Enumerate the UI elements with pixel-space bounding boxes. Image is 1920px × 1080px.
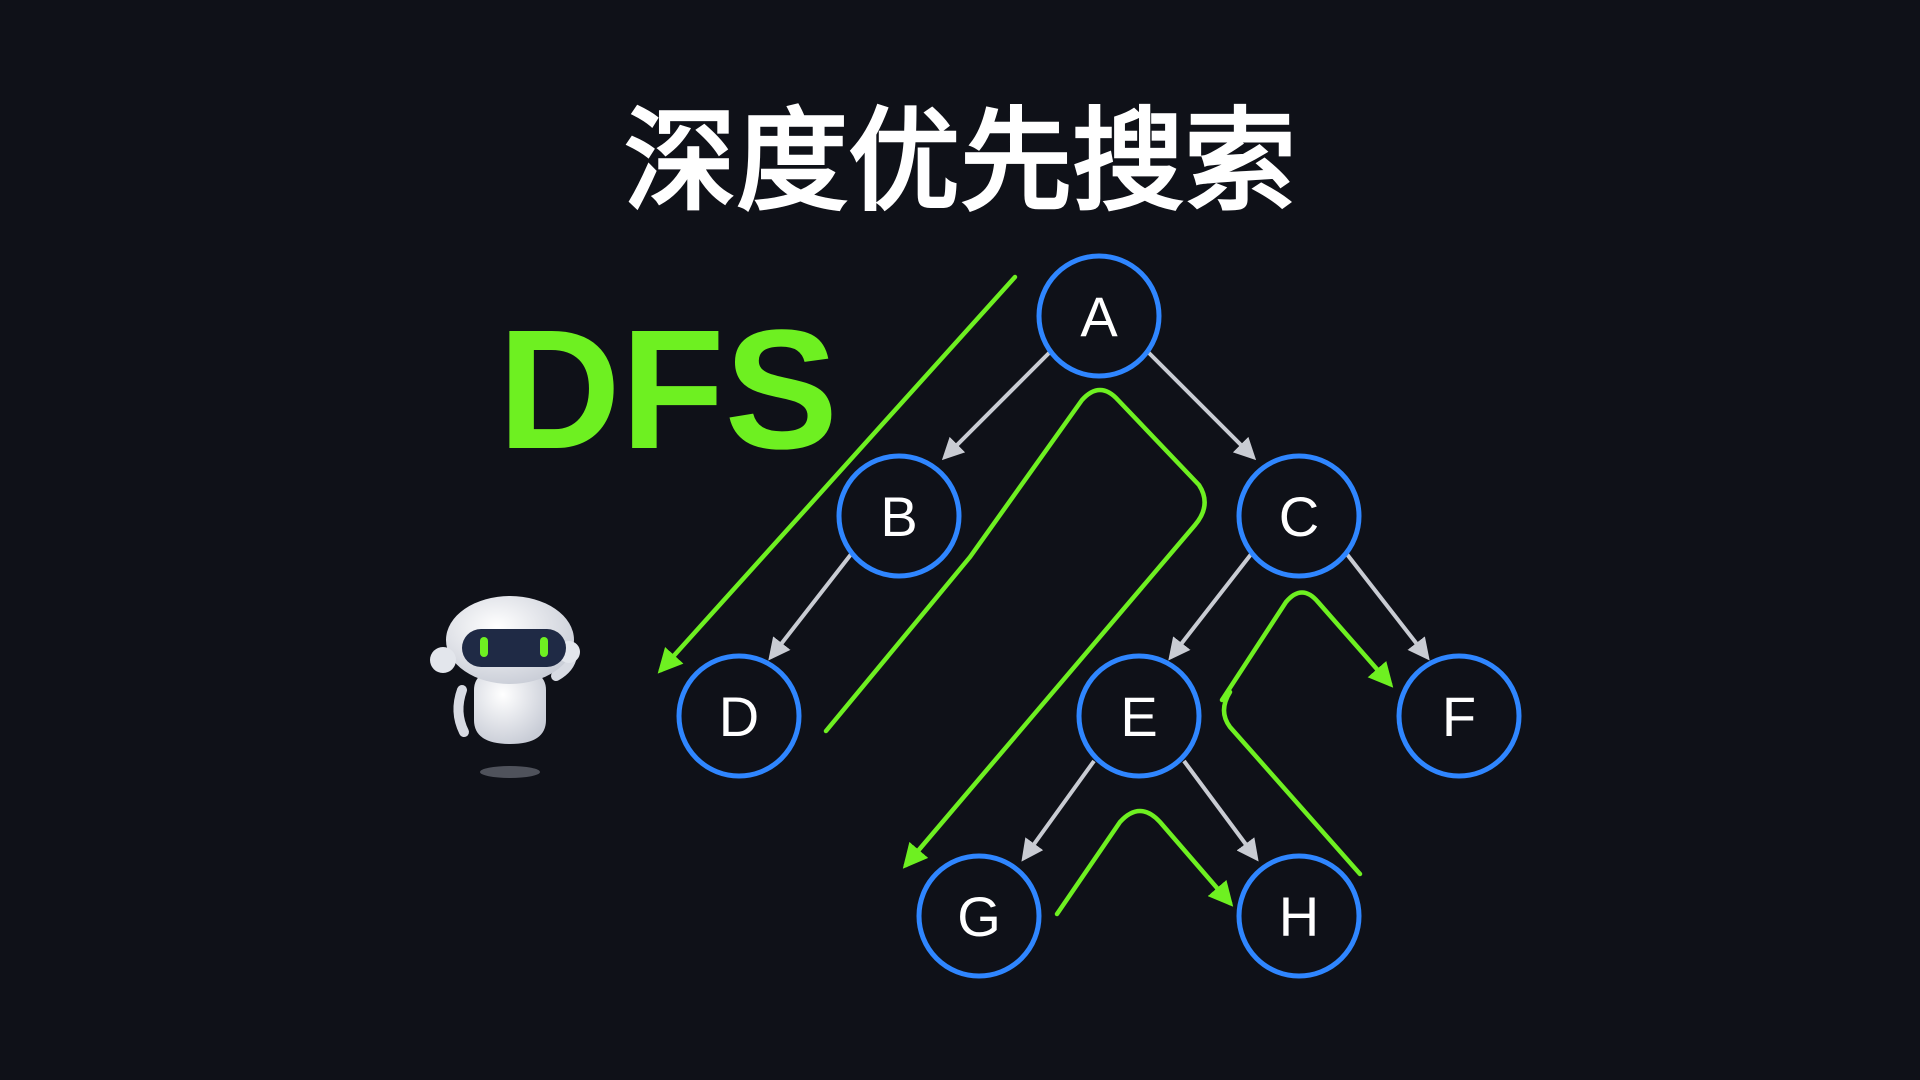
path-c-to-f (1219, 590, 1394, 703)
node-g-label: G (957, 885, 1001, 948)
node-g: G (916, 853, 1042, 979)
tree-edges (768, 350, 1430, 862)
node-b-label: B (880, 485, 917, 548)
node-b: B (836, 453, 962, 579)
node-c-label: C (1279, 485, 1319, 548)
edge-c-e (1168, 551, 1254, 661)
path-d-to-b-to-a-to-c-to-g (823, 387, 1207, 869)
traversal-path (657, 274, 1394, 917)
path-h-to-f (1221, 689, 1363, 877)
node-a-label: A (1080, 285, 1118, 348)
edge-a-c (1146, 350, 1257, 461)
edge-e-h (1182, 759, 1259, 862)
path-a-to-d (657, 274, 1018, 674)
node-d-label: D (719, 685, 759, 748)
node-a: A (1036, 253, 1162, 379)
node-c: C (1236, 453, 1362, 579)
page-title: 深度优先搜索 (624, 97, 1296, 227)
node-f-label: F (1442, 685, 1476, 748)
node-d: D (676, 653, 802, 779)
node-e-label: E (1120, 685, 1157, 748)
edge-a-b (941, 350, 1052, 461)
node-e: E (1076, 653, 1202, 779)
robot-icon (430, 596, 580, 778)
tree-nodes: A B C D E F G H (676, 253, 1522, 979)
node-h-label: H (1279, 885, 1319, 948)
edge-b-d (768, 551, 854, 661)
edge-c-f (1344, 551, 1430, 661)
node-h: H (1236, 853, 1362, 979)
edge-e-g (1021, 759, 1096, 862)
node-f: F (1396, 653, 1522, 779)
dfs-label: DFS (498, 295, 838, 485)
path-g-to-h (1054, 808, 1234, 917)
